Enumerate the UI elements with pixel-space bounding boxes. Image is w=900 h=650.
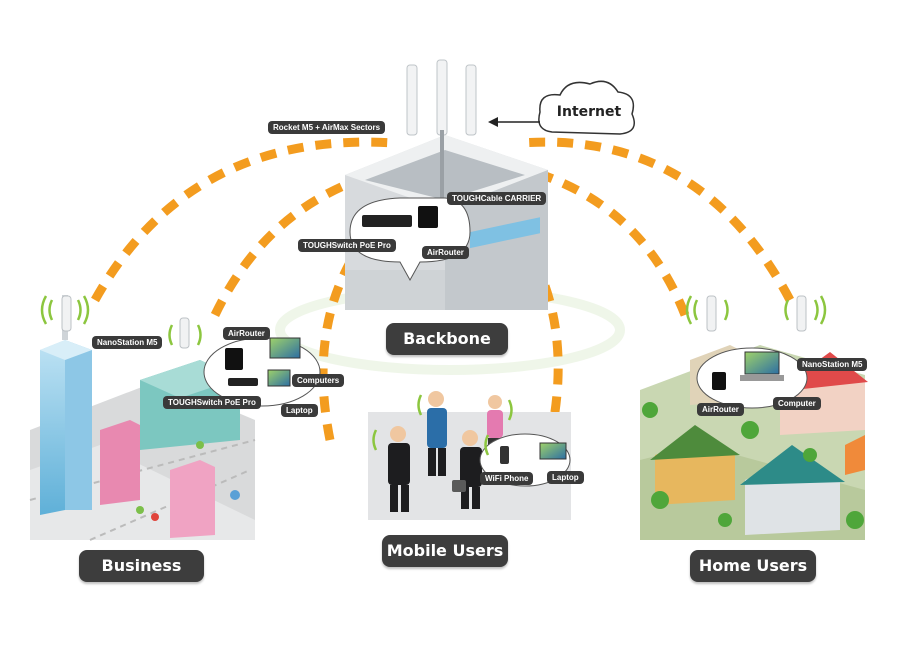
business-users-title: Business Users xyxy=(79,550,204,607)
tag-home-computer: Computer xyxy=(773,397,821,410)
home-equipment-bubble xyxy=(696,347,808,409)
tag-business-laptop: Laptop xyxy=(281,404,318,417)
business-nanostation-antennas xyxy=(61,295,190,349)
businessman-3 xyxy=(452,430,482,509)
business-equipment-bubble xyxy=(203,337,321,407)
home-wifi-icons xyxy=(685,295,827,325)
tag-toughcable-carrier: TOUGHCable CARRIER xyxy=(447,192,547,205)
tag-backbone-toughswitch: TOUGHSwitch PoE Pro xyxy=(298,239,396,252)
sector-antennas xyxy=(406,59,477,200)
tag-home-airrouter: AirRouter xyxy=(697,403,744,416)
tag-backbone-airrouter: AirRouter xyxy=(422,246,469,259)
link-home-outer xyxy=(519,137,794,303)
business-city xyxy=(29,295,256,541)
tag-business-computers: Computers xyxy=(292,374,345,387)
link-business-outer xyxy=(91,137,396,303)
link-home-inner xyxy=(518,163,690,317)
internet-cloud xyxy=(488,80,635,135)
home-users-title: Home Users xyxy=(690,550,816,582)
home-nanostation-antennas xyxy=(706,295,807,332)
tag-mobile-laptop: Laptop xyxy=(547,471,584,484)
tag-mobile-wifi-phone: WiFi Phone xyxy=(480,472,534,485)
backbone-equipment-bubble xyxy=(349,197,471,282)
businessman-1 xyxy=(388,426,410,512)
link-mobile-right xyxy=(496,207,563,441)
backbone-title: Backbone xyxy=(386,323,508,355)
tag-rocket-sectors: Rocket M5 + AirMax Sectors xyxy=(268,121,386,134)
internet-label: Internet xyxy=(556,104,622,120)
business-wifi-icons xyxy=(40,295,202,346)
tag-business-nanostation: NanoStation M5 xyxy=(92,336,163,349)
businessman-2 xyxy=(427,391,447,476)
mobile-users-title: Mobile Users xyxy=(382,535,508,567)
tag-business-airrouter: AirRouter xyxy=(223,327,270,340)
tag-home-nanostation: NanoStation M5 xyxy=(797,358,868,371)
mobile-wifi-icons xyxy=(372,394,513,456)
tag-business-toughswitch: TOUGHSwitch PoE Pro xyxy=(163,396,261,409)
